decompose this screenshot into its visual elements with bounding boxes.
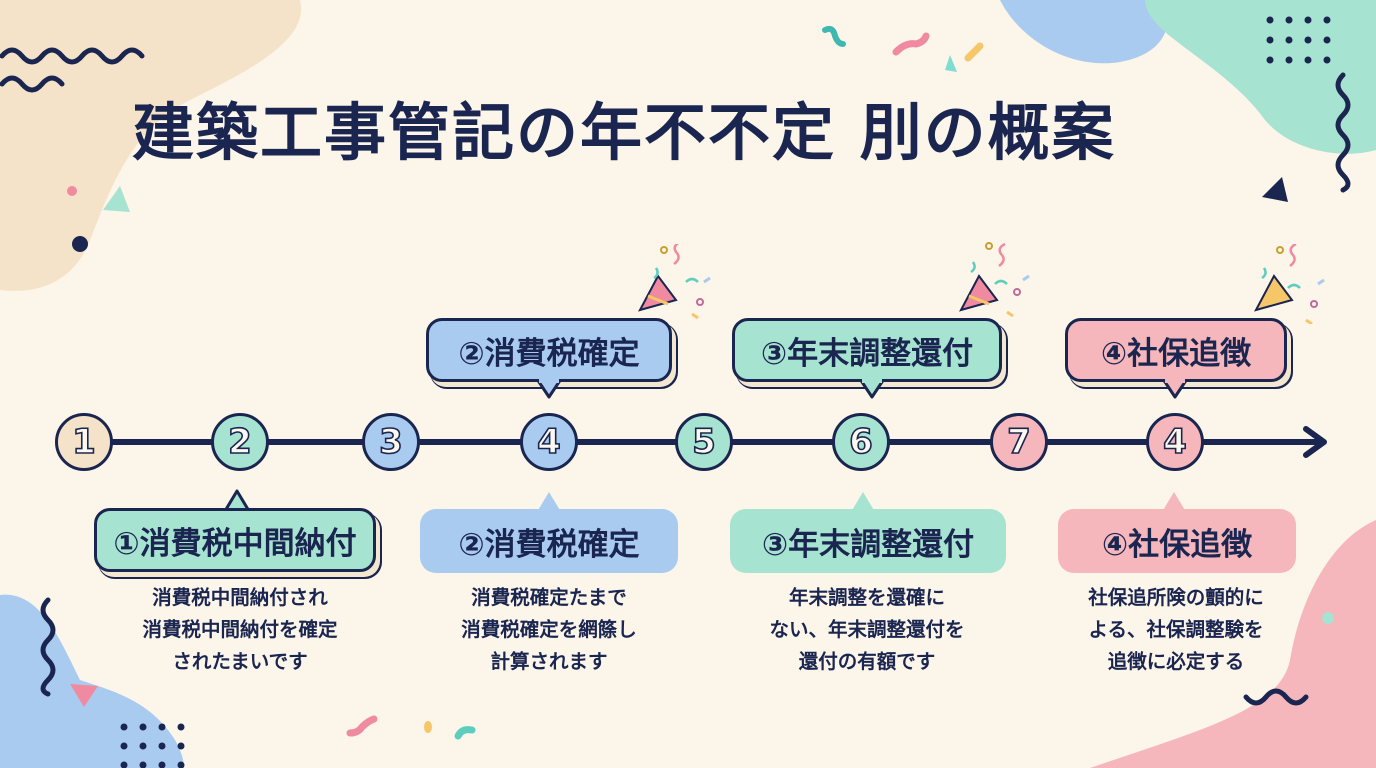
description-line: 消費税中間納付され bbox=[152, 586, 328, 609]
callout-tail bbox=[1162, 492, 1186, 512]
timeline-node-8: 4 bbox=[1146, 413, 1204, 471]
bottom-callout-social-insurance: ④社保追徴 bbox=[1058, 509, 1296, 573]
description-line: 計算されます bbox=[490, 650, 608, 673]
node-label: 1 bbox=[71, 421, 96, 463]
node-label: 7 bbox=[1006, 421, 1031, 463]
node-label: 5 bbox=[691, 421, 716, 463]
description-line: よる、社保調整験を bbox=[1088, 618, 1264, 641]
timeline-node-6: 6 bbox=[832, 413, 890, 471]
party-popper-icon bbox=[1254, 244, 1325, 324]
page-title: 建築工事管記の年不不定 刖の概案 bbox=[132, 96, 1116, 169]
callout-tail bbox=[535, 379, 563, 399]
description-consumption-tax-interim: 消費税中間納付され 消費税中間納付を確定 されたまいです bbox=[110, 582, 370, 678]
callout-label: ③年末調整還付 bbox=[761, 526, 975, 563]
description-line: 還付の有額です bbox=[798, 650, 936, 673]
callout-label: ④社保追徴 bbox=[1101, 526, 1253, 563]
description-consumption-tax-final: 消費税確定たまで 消費税確定を網篨し 計算されます bbox=[419, 582, 679, 678]
description-year-end-refund: 年末調整を還確に ない、年末調整還付を 還付の有額です bbox=[737, 582, 997, 678]
description-line: 消費税中間納付を確定 bbox=[142, 618, 338, 641]
node-label: 4 bbox=[1162, 421, 1187, 463]
node-label: 3 bbox=[378, 421, 403, 463]
description-line: 年末調整を還確に bbox=[788, 586, 945, 609]
timeline-node-3: 3 bbox=[362, 413, 420, 471]
callout-tail bbox=[223, 489, 251, 511]
arrow-right-icon bbox=[1303, 426, 1327, 458]
description-line: 追徴に必定する bbox=[1107, 650, 1245, 673]
description-line: 消費税確定を網篨し bbox=[461, 618, 637, 641]
party-popper-icon bbox=[959, 242, 1030, 318]
callout-label: ②消費税確定 bbox=[458, 526, 640, 563]
callout-label: ④社保追徴 bbox=[1100, 335, 1252, 372]
timeline-node-1: 1 bbox=[55, 413, 113, 471]
callout-tail bbox=[858, 379, 886, 399]
bottom-callout-consumption-tax-final: ②消費税確定 bbox=[420, 509, 678, 573]
description-line: 社保追所険の顫的に bbox=[1088, 586, 1264, 609]
description-line: 消費税確定たまで bbox=[471, 586, 627, 609]
timeline-node-2: 2 bbox=[211, 413, 269, 471]
bottom-callout-consumption-tax-interim: ①消費税中間納付 bbox=[94, 508, 376, 572]
callout-label: ①消費税中間納付 bbox=[113, 525, 357, 562]
node-label: 6 bbox=[848, 421, 873, 463]
top-callout-social-insurance: ④社保追徴 bbox=[1065, 318, 1287, 382]
bottom-callout-year-end-refund: ③年末調整還付 bbox=[730, 509, 1006, 573]
timeline-node-7: 7 bbox=[990, 413, 1048, 471]
callout-tail bbox=[851, 492, 875, 512]
callout-tail bbox=[1161, 379, 1189, 399]
top-callout-year-end-refund: ③年末調整還付 bbox=[732, 318, 1002, 382]
node-label: 2 bbox=[227, 421, 252, 463]
timeline-node-4: 4 bbox=[520, 413, 578, 471]
node-label: 4 bbox=[536, 421, 561, 463]
callout-tail bbox=[537, 492, 561, 512]
callout-label: ②消費税確定 bbox=[458, 335, 640, 372]
top-callout-consumption-tax-final: ②消費税確定 bbox=[426, 318, 672, 382]
description-line: ない、年末調整還付を bbox=[769, 618, 965, 641]
timeline-node-5: 5 bbox=[675, 413, 733, 471]
description-social-insurance: 社保追所険の顫的に よる、社保調整験を 追徴に必定する bbox=[1046, 582, 1306, 678]
party-popper-icon bbox=[638, 244, 711, 320]
description-line: されたまいです bbox=[172, 650, 308, 673]
blue-blob bbox=[1000, 0, 1168, 64]
callout-label: ③年末調整還付 bbox=[760, 335, 974, 372]
